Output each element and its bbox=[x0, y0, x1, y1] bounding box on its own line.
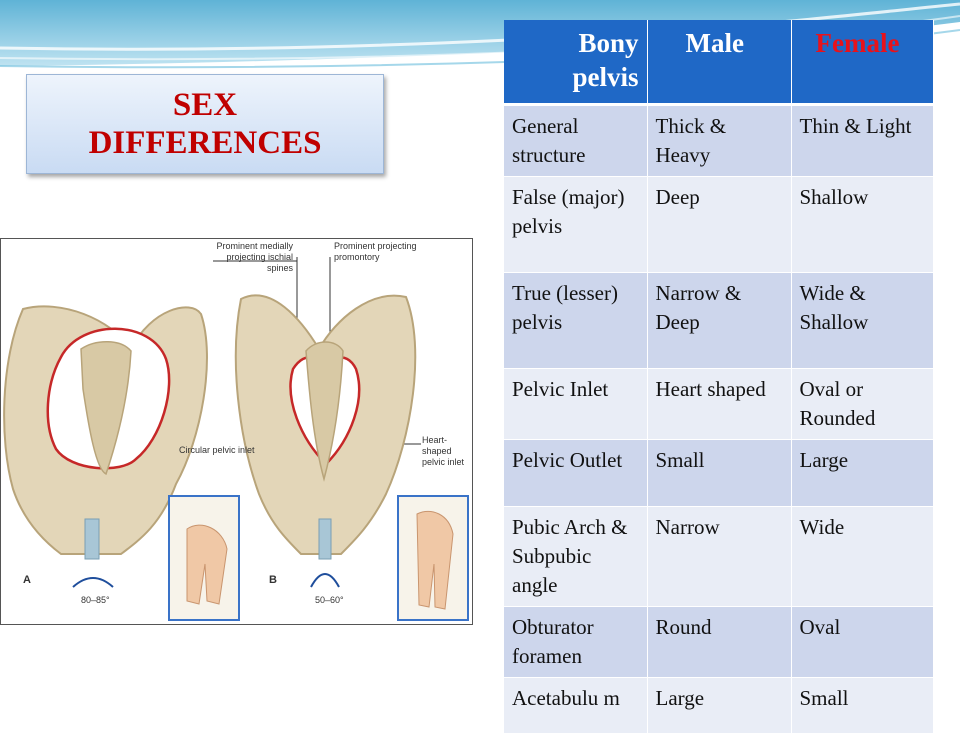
label-panel-a: A bbox=[23, 574, 31, 586]
table-cell: Large bbox=[791, 439, 934, 507]
table-cell: Acetabulu m bbox=[504, 677, 648, 734]
table-cell: Thick & Heavy bbox=[647, 104, 792, 177]
table-row: True (lesser) pelvis Narrow & Deep Wide … bbox=[504, 272, 934, 369]
table-cell: Shallow bbox=[791, 176, 934, 273]
header-male: Male bbox=[647, 20, 792, 106]
table-cell: Pelvic Outlet bbox=[504, 439, 648, 507]
label-angle-b: 50–60° bbox=[315, 595, 344, 605]
table-header-row: Bony pelvis Male Female bbox=[504, 20, 934, 106]
slide-title-box: SEX DIFFERENCES bbox=[26, 74, 384, 174]
table-cell: True (lesser) pelvis bbox=[504, 272, 648, 369]
table-row: False (major) pelvis Deep Shallow bbox=[504, 176, 934, 273]
table-cell: Deep bbox=[647, 176, 792, 273]
table-row: General structure Thick & Heavy Thin & L… bbox=[504, 104, 934, 177]
table-row: Pelvic Outlet Small Large bbox=[504, 439, 934, 507]
table-cell: Round bbox=[647, 606, 792, 678]
table-cell: Thin & Light bbox=[791, 104, 934, 177]
label-heart-shaped-pelvic-inlet: Heart-shaped pelvic inlet bbox=[422, 435, 465, 467]
table-cell: Narrow & Deep bbox=[647, 272, 792, 369]
pelvis-illustration: Prominent medially projecting ischial sp… bbox=[0, 238, 473, 625]
table-row: Obturator foramen Round Oval bbox=[504, 606, 934, 678]
table-cell: Wide bbox=[791, 506, 934, 607]
label-ischial-spines: Prominent medially projecting ischial sp… bbox=[216, 241, 293, 273]
header-bony-pelvis: Bony pelvis bbox=[504, 20, 648, 106]
table-cell: Oval bbox=[791, 606, 934, 678]
table-cell: Small bbox=[647, 439, 792, 507]
label-panel-b: B bbox=[269, 574, 277, 586]
table-cell: Narrow bbox=[647, 506, 792, 607]
table-cell: Heart shaped bbox=[647, 368, 792, 440]
table-cell: General structure bbox=[504, 104, 648, 177]
table-cell: Small bbox=[791, 677, 934, 734]
table-row: Acetabulu m Large Small bbox=[504, 677, 934, 734]
hand-inset-a bbox=[168, 495, 240, 621]
header-female: Female bbox=[791, 20, 934, 106]
pelvis-drawing bbox=[3, 257, 469, 621]
table-cell: Large bbox=[647, 677, 792, 734]
slide-title: SEX DIFFERENCES bbox=[88, 87, 322, 161]
label-circular-pelvic-inlet: Circular pelvic inlet bbox=[179, 445, 255, 455]
table-cell: Pelvic Inlet bbox=[504, 368, 648, 440]
label-angle-a: 80–85° bbox=[81, 595, 110, 605]
pelvis-a-drawing bbox=[3, 305, 208, 588]
sex-differences-table: Bony pelvis Male Female General structur… bbox=[504, 20, 934, 734]
label-promontory: Prominent projecting promontory bbox=[334, 241, 417, 262]
table-cell: False (major) pelvis bbox=[504, 176, 648, 273]
table-cell: Wide & Shallow bbox=[791, 272, 934, 369]
table-cell: Obturator foramen bbox=[504, 606, 648, 678]
table-row: Pelvic Inlet Heart shaped Oval or Rounde… bbox=[504, 368, 934, 440]
table-row: Pubic Arch & Subpubic angle Narrow Wide bbox=[504, 506, 934, 607]
pelvis-b-drawing bbox=[234, 294, 417, 588]
table-cell: Pubic Arch & Subpubic angle bbox=[504, 506, 648, 607]
hand-inset-b bbox=[397, 495, 469, 621]
table-cell: Oval or Rounded bbox=[791, 368, 934, 440]
